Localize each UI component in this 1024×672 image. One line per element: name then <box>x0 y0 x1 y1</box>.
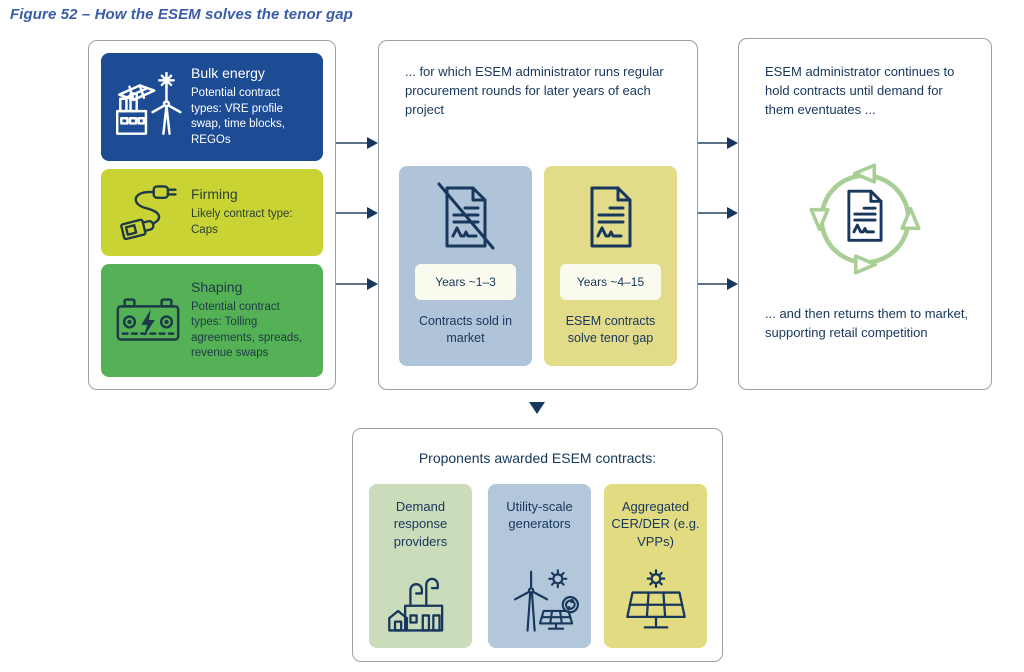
years-4-15-label: Years ~4–15 <box>560 264 661 300</box>
contract-types-panel: Bulk energy Potential contract types: VR… <box>88 40 336 390</box>
document-icon <box>544 182 677 252</box>
shaping-card: Shaping Potential contract types: Tollin… <box>101 263 323 377</box>
arrow-middle-to-bottom <box>529 402 545 414</box>
proponents-heading: Proponents awarded ESEM contracts: <box>418 450 657 466</box>
demand-response-card: Demand response providers <box>369 484 472 648</box>
arrow-left-to-middle-3 <box>336 278 378 290</box>
procurement-panel: ... for which ESEM administrator runs re… <box>378 40 698 390</box>
contracts-sold-card: Years ~1–3 Contracts sold in market <box>399 166 532 366</box>
utility-generators-label: Utility-scale generators <box>506 499 573 532</box>
years-1-3-label: Years ~1–3 <box>415 264 516 300</box>
aggregated-cer-card: Aggregated CER/DER (e.g. VPPs) <box>604 484 707 648</box>
administrator-panel: ESEM administrator continues to hold con… <box>738 38 992 390</box>
power-plant-icon <box>105 68 191 146</box>
administrator-text-top: ESEM administrator continues to hold con… <box>765 64 955 117</box>
esem-contracts-caption: ESEM contracts solve tenor gap <box>565 314 656 345</box>
figure-title: Figure 52 – How the ESEM solves the teno… <box>10 6 353 23</box>
proponents-panel: Proponents awarded ESEM contracts: Deman… <box>352 428 723 662</box>
bulk-energy-heading: Bulk energy <box>191 65 265 82</box>
demand-response-label: Demand response providers <box>393 499 448 549</box>
wind-turbine-icon <box>488 566 591 638</box>
solar-panel-icon <box>604 568 707 638</box>
firming-heading: Firming <box>191 186 238 203</box>
esem-contracts-card: Years ~4–15 ESEM contracts solve tenor g… <box>544 166 677 366</box>
administrator-text-bottom: ... and then returns them to market, sup… <box>765 306 969 340</box>
arrow-left-to-middle-2 <box>336 207 378 219</box>
shaping-heading: Shaping <box>191 278 243 295</box>
contracts-sold-caption: Contracts sold in market <box>418 314 513 345</box>
arrow-middle-to-right-3 <box>698 278 738 290</box>
firming-body: Likely contract type: Caps <box>191 208 293 236</box>
arrow-left-to-middle-1 <box>336 137 378 149</box>
utility-generators-card: Utility-scale generators <box>488 484 591 648</box>
shaping-body: Potential contract types: Tolling agreem… <box>191 300 303 360</box>
bulk-energy-card: Bulk energy Potential contract types: VR… <box>101 53 323 161</box>
contract-cycle-icon <box>803 157 927 281</box>
procurement-text: ... for which ESEM administrator runs re… <box>405 64 664 117</box>
battery-icon <box>105 283 191 357</box>
plug-icon <box>105 176 191 248</box>
document-crossed-icon <box>399 182 532 252</box>
arrow-middle-to-right-1 <box>698 137 738 149</box>
factory-icon <box>369 570 472 638</box>
bulk-energy-body: Potential contract types: VRE profile sw… <box>191 87 285 146</box>
aggregated-cer-label: Aggregated CER/DER (e.g. VPPs) <box>611 499 700 549</box>
arrow-middle-to-right-2 <box>698 207 738 219</box>
firming-card: Firming Likely contract type: Caps <box>101 168 323 256</box>
